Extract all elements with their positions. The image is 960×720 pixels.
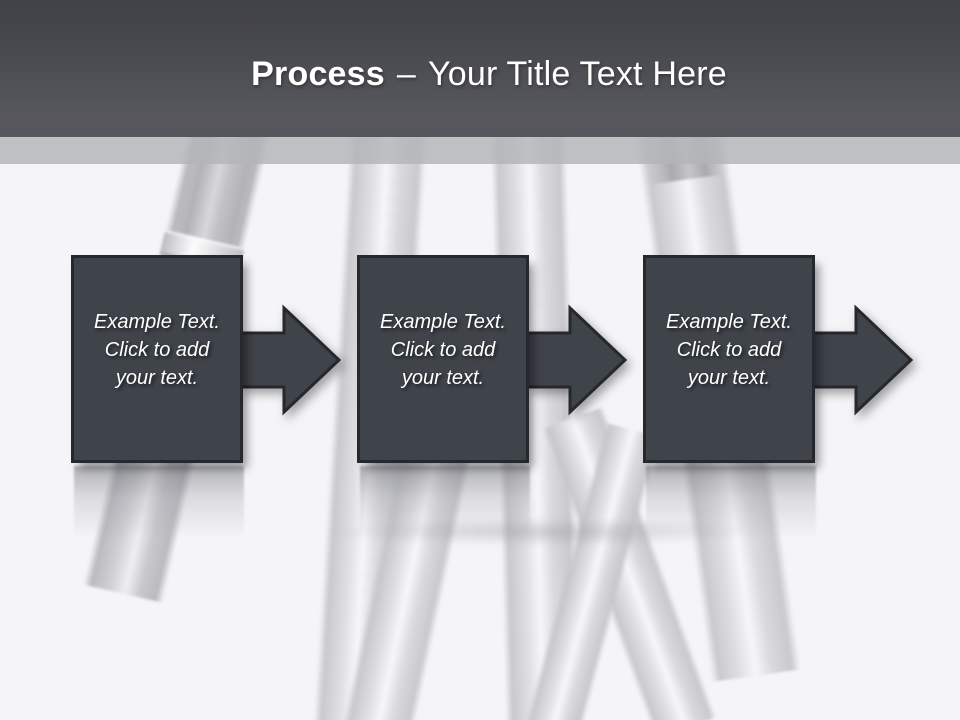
process-step-3-box[interactable]: Example Text. Click to add your text.	[643, 255, 815, 463]
step-text-line: Example Text.	[666, 311, 792, 333]
process-step-1-box[interactable]: Example Text. Click to add your text.	[71, 255, 243, 463]
divider-strip	[0, 137, 960, 164]
step-text-line: Click to add	[104, 339, 210, 361]
slide-title[interactable]: Process–Your Title Text Here	[251, 55, 727, 94]
box-reflection-2	[360, 466, 530, 538]
process-step-2-box[interactable]: Example Text. Click to add your text.	[357, 255, 529, 463]
title-separator: –	[396, 55, 416, 93]
box-reflection-3	[646, 466, 816, 538]
step-1-text: Example Text. Click to add your text.	[94, 308, 220, 392]
step-text-line: your text.	[687, 367, 771, 389]
flow-arrow-3[interactable]	[812, 304, 914, 416]
step-text-line: your text.	[401, 367, 485, 389]
flow-arrow-1[interactable]	[240, 304, 342, 416]
title-emphasis: Process	[251, 55, 385, 93]
title-bar: Process–Your Title Text Here	[0, 0, 960, 137]
box-reflection-1	[74, 466, 244, 538]
step-text-line: your text.	[115, 367, 199, 389]
title-rest: Your Title Text Here	[428, 55, 727, 93]
step-text-line: Example Text.	[380, 311, 506, 333]
step-3-text: Example Text. Click to add your text.	[666, 308, 792, 392]
step-2-text: Example Text. Click to add your text.	[380, 308, 506, 392]
step-text-line: Click to add	[390, 339, 496, 361]
flow-arrow-2[interactable]	[526, 304, 628, 416]
step-text-line: Click to add	[676, 339, 782, 361]
table-shadow	[330, 518, 760, 546]
step-text-line: Example Text.	[94, 311, 220, 333]
